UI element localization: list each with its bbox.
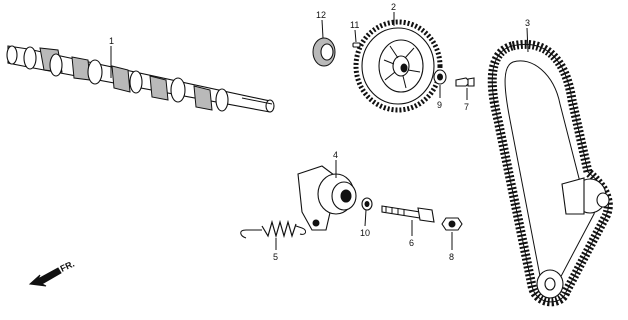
leader-lines [110,12,529,250]
camshaft-pulley [353,19,443,113]
callout-3: 3 [525,18,530,28]
callout-1: 1 [109,36,114,46]
bolt-7 [455,77,475,87]
washer-10 [361,197,373,211]
camshaft [6,45,275,113]
callout-11: 11 [350,20,359,30]
callout-9: 9 [437,100,442,110]
washer-9 [433,69,447,85]
adjusting-bolt [381,205,435,223]
callout-10: 10 [360,228,370,238]
callout-6: 6 [409,238,414,248]
callout-8: 8 [449,252,454,262]
tensioner-spring [240,219,307,239]
front-arrow-icon [28,267,62,287]
callout-4: 4 [333,150,338,160]
front-direction-indicator: FR. [28,259,76,287]
callouts: 1 2 3 4 5 6 7 8 9 10 11 12 [109,2,530,262]
callout-2: 2 [391,2,396,12]
timing-belt [487,40,613,307]
belt-tensioner [297,165,357,231]
callout-7: 7 [464,102,469,112]
callout-5: 5 [273,252,278,262]
front-direction-label: FR. [59,259,76,274]
woodruff-key [352,42,361,48]
nut-8 [441,217,463,231]
oil-seal [312,37,336,67]
callout-12: 12 [316,10,326,20]
